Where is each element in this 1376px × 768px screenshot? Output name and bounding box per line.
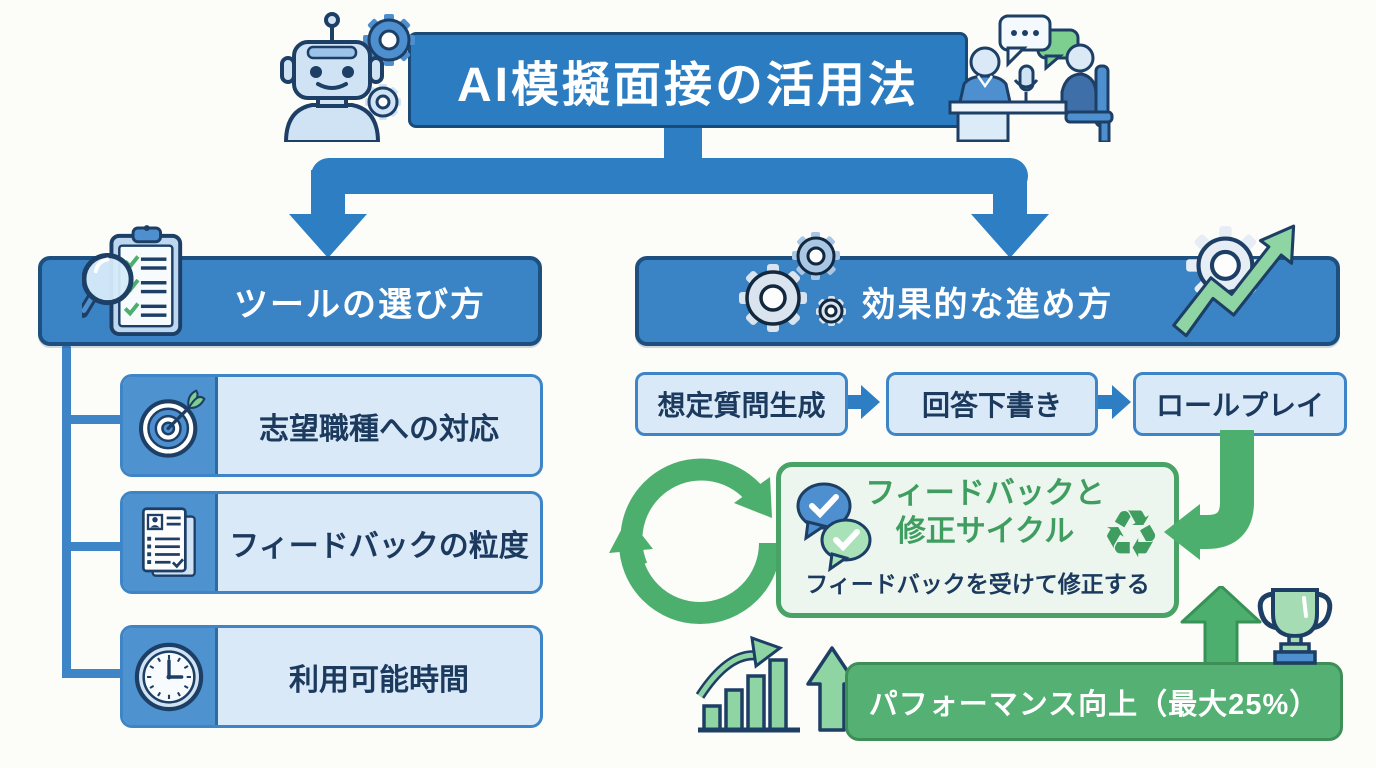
connector-stub-1 <box>62 415 124 424</box>
gear-growth-icon <box>1170 222 1318 346</box>
step-draft-answers: 回答下書き <box>886 372 1098 436</box>
step-roleplay: ロールプレイ <box>1133 372 1347 436</box>
desk-icon <box>948 100 1068 115</box>
arrow-right-icon <box>1096 382 1132 422</box>
item-label: フィードバックの粒度 <box>229 529 529 563</box>
performance-banner: パフォーマンス向上（最大25%） <box>845 662 1343 741</box>
cycle-arrows-icon <box>608 440 792 630</box>
recycle-icon: ♻ <box>1101 496 1161 571</box>
trophy-icon <box>1252 584 1338 668</box>
item-label: 志望職種への対応 <box>259 412 499 446</box>
arrow-up-icon <box>1180 586 1262 666</box>
curved-down-arrow <box>1128 430 1278 570</box>
tool-criteria-item-2: フィードバックの粒度 <box>120 491 543 594</box>
step-label: ロールプレイ <box>1155 390 1324 421</box>
left-header-label: ツールの選び方 <box>234 285 486 324</box>
step-label: 想定質問生成 <box>657 390 826 421</box>
gears-icon <box>728 226 860 346</box>
title-banner: AI模擬面接の活用法 <box>408 32 968 128</box>
item-label: 利用可能時間 <box>289 663 469 697</box>
clipboard-magnifier-icon <box>82 224 190 342</box>
connector-stub-2 <box>62 542 124 551</box>
arrow-right-icon <box>845 382 881 422</box>
target-icon <box>123 377 218 474</box>
bar-chart-growth-icon <box>696 622 861 740</box>
left-connector-line <box>62 344 71 678</box>
microphone-icon <box>1018 64 1035 92</box>
connector-stub-3 <box>62 669 124 678</box>
tool-criteria-item-1: 志望職種への対応 <box>120 374 543 477</box>
page-title: AI模擬面接の活用法 <box>456 59 919 112</box>
clock-icon <box>123 628 218 725</box>
performance-banner-label: パフォーマンス向上（最大25%） <box>868 688 1320 721</box>
branch-arrow <box>120 150 1080 265</box>
growth-arrow-icon <box>1172 224 1296 338</box>
step-label: 回答下書き <box>921 390 1062 421</box>
document-icon <box>123 494 218 591</box>
chat-check-icon <box>786 476 882 572</box>
interview-scene-icon <box>946 10 1118 142</box>
tool-criteria-item-3: 利用可能時間 <box>120 625 543 728</box>
feedback-box-title: フィードバックと 修正サイクル <box>865 477 1105 548</box>
gear-icon <box>363 14 415 120</box>
feedback-box-subtitle: フィードバックを受けて修正する <box>805 571 1150 597</box>
right-header-label: 効果的な進め方 <box>861 285 1114 324</box>
step-question-generation: 想定質問生成 <box>635 372 848 436</box>
robot-icon <box>256 10 420 142</box>
